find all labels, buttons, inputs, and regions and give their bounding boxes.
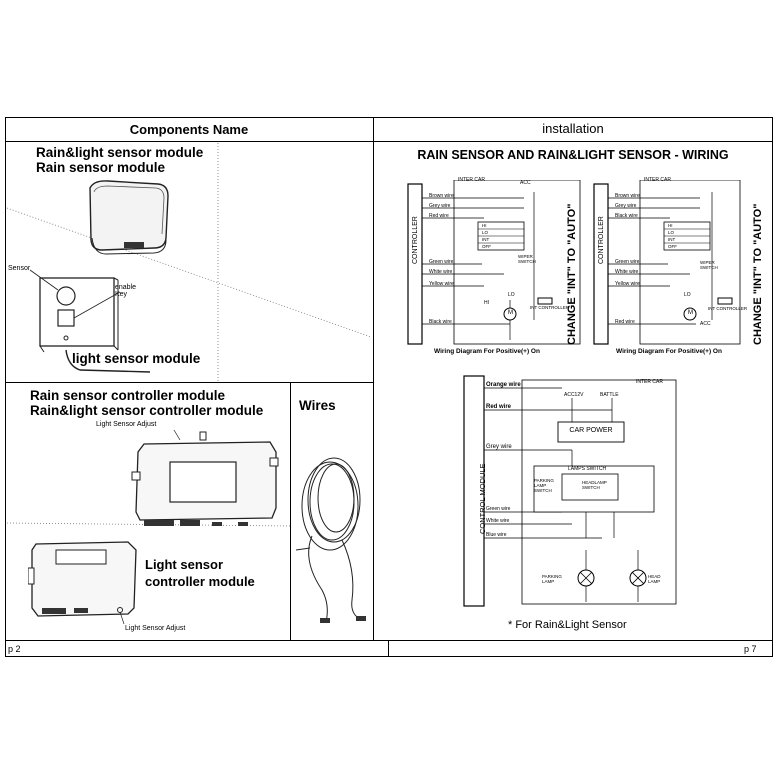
left-green-wire: Green wire [429,259,454,265]
rain-sensor-module-image [89,180,169,255]
right-black-wire: Black wire [615,213,638,219]
controller-module-label: controller module [145,574,255,589]
wiring-diagram-right-lines [593,180,741,345]
right-green-wire: Green wire [615,259,640,265]
control-parking-switch: PARKING LAMP SWITCH [534,478,554,493]
right-wiper-switch: WIPER SWITCH [700,260,718,270]
left-black-wire: Black wire [429,319,452,325]
control-module-lines [463,375,677,607]
unenable-label: Unenable [106,284,136,291]
left-white-wire: White wire [429,269,453,275]
right-red-wire: Red wire [615,319,635,325]
right-brown-wire: Brown wire [615,193,640,199]
left-acc: ACC [520,180,531,186]
control-orange-wire: Orange wire [486,382,521,388]
right-lo-label: LO [684,292,691,298]
rain-sensor-controller-label: Rain sensor controller module [30,388,226,403]
left-lo-label: LO [508,292,515,298]
rain-light-controller-image [131,429,279,526]
light-controller-title: Light sensor controller module [145,557,255,589]
left-page-number: p 2 [8,644,21,654]
rain-light-caption: * For Rain&Light Sensor [508,619,627,631]
left-switch-off: OFF [482,244,491,249]
left-motor-label: M [508,310,513,316]
light-sensor-adjust-label-bottom: Light Sensor Adjust [125,625,186,632]
control-lamp-switch: LAMPS SWITCH [568,466,607,472]
right-acc: ACC [700,321,711,327]
change-int-auto-left: CHANGE "INT" TO "AUTO" [566,203,578,345]
left-grey-wire: Grey wire [429,203,451,209]
left-mid-divider [5,382,373,383]
left-inter-car: INTER CAR [458,177,485,183]
control-parking-lamp: PARKING LAMP [542,574,562,584]
light-sensor-label: Light sensor [145,557,224,572]
left-controller-label: CONTROLLER [412,216,419,264]
control-module-diagram: CONTROL MODULE INTER CAR Orange wire Red… [462,374,680,614]
installation-header: installation [542,121,604,136]
control-head-lamp: HEAD LAMP [648,574,661,584]
center-divider [373,117,374,640]
control-white-wire: White wire [486,518,510,524]
wiring-diagram-left: Brown wire Grey wire Red wire Green wire… [404,177,587,355]
left-int-controller: INT CONTROLLER [530,305,570,310]
rain-sensor-module-label: Rain sensor module [36,160,166,175]
right-grey-wire: Grey wire [615,203,637,209]
unenable-key-label: Unenable Key [106,284,136,298]
right-controller-label: CONTROLLER [598,216,605,264]
light-controller-image [28,541,137,625]
right-inter-car: INTER CAR [644,177,671,183]
control-headlamp-switch: HEADLAMP SWITCH [582,480,607,490]
left-hi-label: HI [484,300,489,306]
control-green-wire: Green wire [486,506,511,512]
control-acc12v: ACC12V [564,392,584,398]
left-brown-wire: Brown wire [429,193,454,199]
components-name-header: Components Name [129,122,249,137]
light-sensor-adjust-label-top: Light Sensor Adjust [96,421,157,428]
right-switch-hi: HI [668,223,673,228]
right-switch-lo: LO [668,230,675,235]
footer-center-divider [388,640,389,657]
light-sensor-module-image [29,269,151,373]
right-yellow-wire: Yellow wire [615,281,640,287]
left-wiper-switch: WIPER SWITCH [518,254,536,264]
control-grey-wire: Grey wire [486,444,512,450]
light-sensor-module-title: light sensor module [72,351,201,366]
right-switch-off: OFF [668,244,677,249]
control-red-wire: Red wire [486,404,512,410]
control-inter-car: INTER CAR [636,379,663,385]
right-wiring-caption: Wiring Diagram For Positive(+) On [616,348,722,355]
rain-light-controller-label: Rain&light sensor controller module [30,403,264,418]
footer-divider [5,640,773,641]
left-wiring-caption: Wiring Diagram For Positive(+) On [434,348,540,355]
right-switch-int: INT [668,237,676,242]
controller-module-title: Rain sensor controller module Rain&light… [30,388,263,418]
control-battle: BATTLE [600,392,619,398]
wiring-diagram-right: Brown wire Grey wire Black wire Green wi… [590,177,758,355]
rain-light-sensor-module-title: Rain&light sensor module Rain sensor mod… [36,145,203,175]
right-motor-label: M [688,310,693,316]
page-frame [5,117,773,657]
wires-title: Wires [299,398,336,413]
change-int-auto-right: CHANGE "INT" TO "AUTO" [752,203,764,345]
rain-light-sensor-module-label: Rain&light sensor module [36,145,204,160]
left-red-wire: Red wire [429,213,449,219]
sensor-label: Sensor [8,265,31,272]
control-blue-wire: Blue wire [486,532,507,538]
wires-image [295,457,366,623]
wiring-diagram-left-lines [407,180,581,345]
control-car-power: CAR POWER [569,427,613,434]
left-switch-lo: LO [482,230,489,235]
wires-divider [290,382,291,640]
left-switch-hi: HI [482,223,487,228]
right-int-controller: INT CONTROLLER [708,306,748,311]
header-divider [5,141,773,142]
left-switch-int: INT [482,237,490,242]
right-page-number: p 7 [744,644,757,654]
left-yellow-wire: Yellow wire [429,281,454,287]
right-white-wire: White wire [615,269,639,275]
wiring-title: RAIN SENSOR AND RAIN&LIGHT SENSOR - WIRI… [417,148,729,162]
key-label: Key [114,291,128,298]
